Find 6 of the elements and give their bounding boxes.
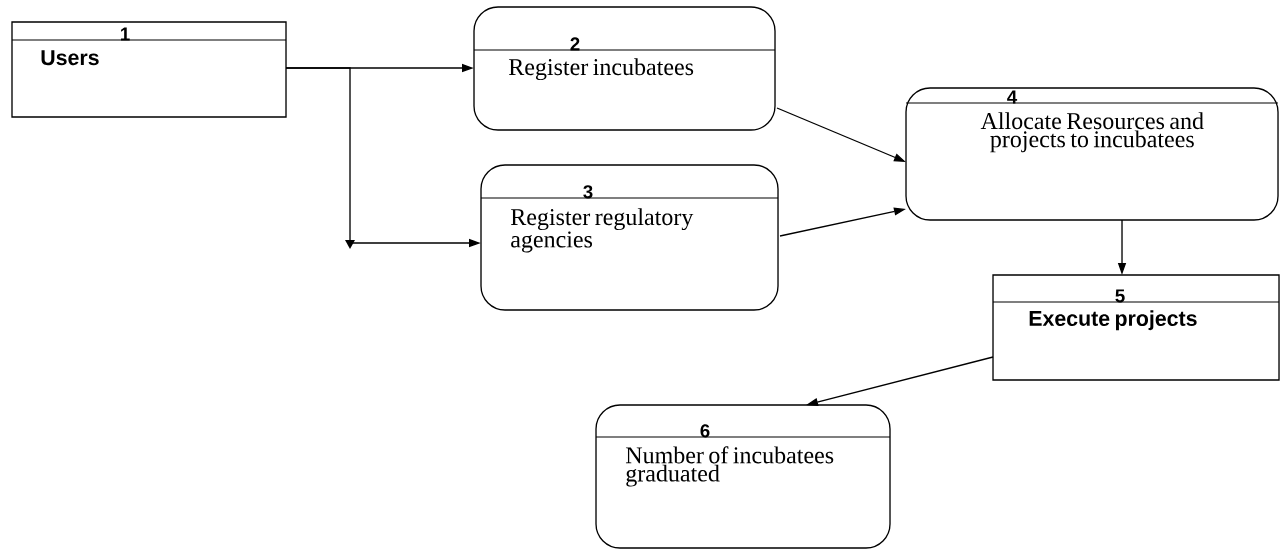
process-box: 3 Register regulatory agencies (480, 164, 779, 311)
process-box: 1 Users (11, 21, 287, 118)
process-box: 6 Number of incubatees graduated (595, 404, 891, 549)
process-box: 5 Execute projects (992, 274, 1280, 381)
process-box: 2 Register incubatees (473, 6, 776, 131)
process-box: 4 Allocate Resources and projects to incubatees (905, 87, 1279, 221)
